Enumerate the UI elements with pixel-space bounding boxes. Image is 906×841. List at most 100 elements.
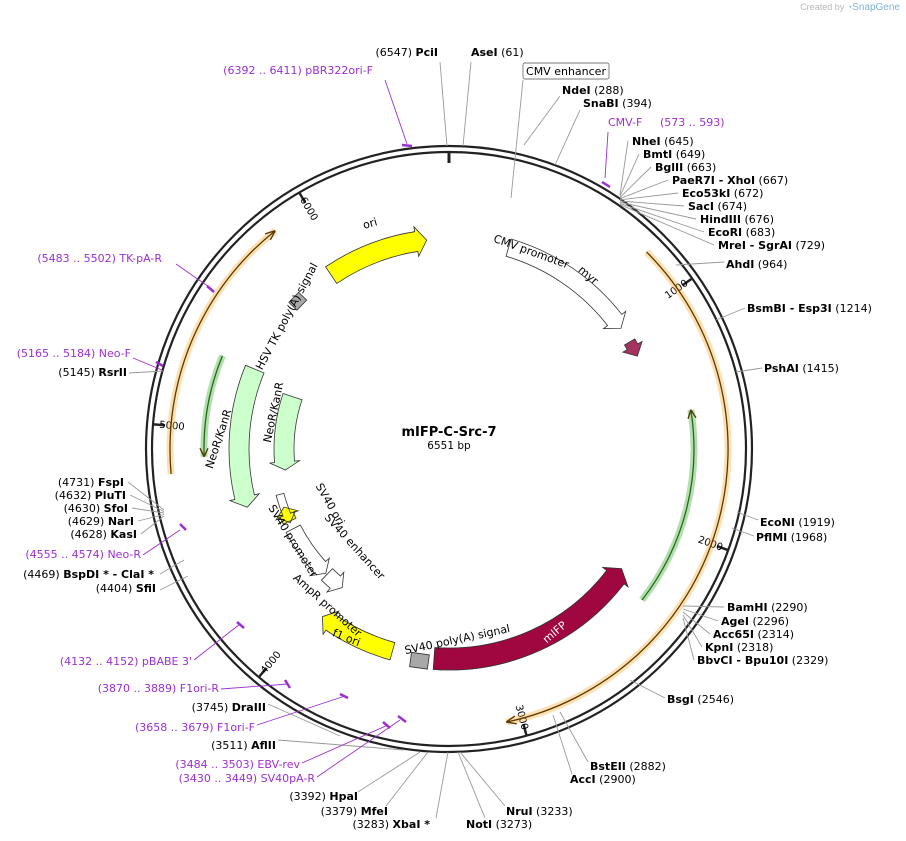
- leader-line: [462, 61, 472, 147]
- tick-line: [298, 192, 307, 204]
- credit-prefix: Created by: [800, 2, 845, 12]
- enzyme-position: (61): [498, 46, 524, 59]
- enzyme-name: PciI: [416, 46, 438, 59]
- enzyme-name: EcoNI: [760, 516, 795, 529]
- enzyme-position: (964): [754, 258, 787, 271]
- orf-arc-green-2-arrowhead: [199, 447, 209, 458]
- hsv-tk-polya-box: [288, 291, 308, 311]
- tick-line: [522, 723, 528, 736]
- enzyme-position: (674): [714, 200, 747, 213]
- enzyme-name: NheI: [632, 135, 661, 148]
- backbone-outer: [144, 144, 754, 754]
- primer-label: (3484 .. 3503) EBV-rev: [175, 758, 300, 771]
- orf-arc-orange-2: [169, 230, 276, 474]
- enzyme-name: EcoRI: [708, 226, 742, 239]
- orf-arc-orange-1-arrowhead: [505, 715, 517, 725]
- leader-line: [619, 153, 640, 197]
- enzyme-label: BamHI (2290): [727, 601, 808, 614]
- primer-mark: [382, 721, 391, 729]
- enzyme-position: (3745): [192, 701, 232, 714]
- enzyme-label: (4630) SfoI: [64, 502, 128, 515]
- primer-label: (6392 .. 6411) pBR322ori-F: [223, 64, 373, 77]
- orf-arc-orange-1: [506, 251, 729, 723]
- enzyme-label: SacI (674): [688, 200, 747, 213]
- orf-arc-green-2: [203, 355, 224, 457]
- leader-line: [457, 751, 486, 819]
- enzyme-label: PaeR7I - XhoI (667): [672, 174, 788, 187]
- leader-line: [175, 263, 213, 290]
- plasmid-name: mIFP-C-Src-7: [401, 425, 496, 440]
- enzyme-name: BbvCI - Bpu10I: [697, 654, 788, 667]
- leader-line: [554, 109, 581, 166]
- leader-line: [267, 703, 341, 737]
- snapgene-credit: Created by ◔SnapGene: [800, 2, 900, 13]
- leader-line: [384, 79, 408, 145]
- leader-line: [619, 202, 705, 233]
- enzyme-name: HpaI: [329, 790, 358, 803]
- leader-line: [357, 751, 421, 793]
- leader-line: [128, 370, 164, 374]
- myr-arrow: [621, 338, 643, 357]
- enzyme-position: (4469): [23, 568, 63, 581]
- leader-line: [619, 201, 697, 220]
- snapgene-logo-icon: ◔: [846, 2, 853, 12]
- enzyme-position: (4629): [68, 515, 108, 528]
- enzyme-label: MreI - SgrAI (729): [718, 239, 825, 252]
- enzyme-name: RsrII: [98, 366, 127, 379]
- leader-line: [682, 611, 711, 635]
- enzyme-label: Acc65I (2314): [713, 628, 794, 641]
- enzyme-name: NotI: [466, 818, 492, 831]
- cmv-promoter-arrow: [505, 238, 627, 329]
- enzyme-position: (683): [742, 226, 775, 239]
- enzyme-position: (3379): [321, 805, 361, 818]
- tick-line: [716, 544, 728, 551]
- primer-mark: [339, 692, 349, 700]
- enzyme-label: (3283) XbaI *: [352, 818, 430, 831]
- enzyme-position: (2900): [596, 773, 636, 786]
- enzyme-name: SfoI: [104, 502, 128, 515]
- primer-label: (5483 .. 5502) TK-pA-R: [37, 252, 162, 265]
- enzyme-position: (394): [619, 97, 652, 110]
- primer-mark: [601, 180, 611, 189]
- ampr-promoter-arrow: [320, 568, 345, 593]
- enzyme-name: KpnI: [705, 641, 733, 654]
- enzyme-label: BsgI (2546): [667, 693, 734, 706]
- enzyme-position: (288): [591, 84, 624, 97]
- enzyme-position: (2290): [768, 601, 808, 614]
- enzyme-name: AgeI: [721, 615, 749, 628]
- tick-label: 4000: [259, 650, 284, 677]
- tick-label: 6000: [297, 195, 319, 223]
- enzyme-label: NotI (3273): [466, 818, 532, 831]
- leader-line: [159, 575, 189, 591]
- orf-arcs: [166, 227, 732, 726]
- enzyme-position: (4632): [55, 489, 95, 502]
- leader-line: [137, 514, 165, 522]
- enzyme-label: EcoRI (683): [708, 226, 775, 239]
- enzyme-label: BglII (663): [655, 161, 716, 174]
- primer-label: CMV-F: [608, 116, 642, 129]
- neor-kanr-arrow-outer: [228, 364, 265, 508]
- plasmid-size: 6551 bp: [427, 440, 471, 452]
- primer-label: (3870 .. 3889) F1ori-R: [98, 682, 220, 695]
- enzyme-label: KpnI (2318): [705, 641, 773, 654]
- leader-line: [439, 61, 448, 147]
- primer-label: (573 .. 593): [660, 116, 725, 129]
- orf-arc-green-1: [641, 409, 695, 601]
- enzyme-label: (3392) HpaI: [289, 790, 358, 803]
- enzyme-position: (2546): [694, 693, 734, 706]
- enzyme-position: (645): [661, 135, 694, 148]
- enzyme-label: HindIII (676): [700, 213, 774, 226]
- enzyme-label: (3745) DraIII: [192, 701, 266, 714]
- enzyme-label: BmtI (649): [643, 148, 705, 161]
- enzyme-name: PshAI: [764, 362, 799, 375]
- enzyme-label: BstEII (2882): [590, 760, 666, 773]
- enzyme-name: BsgI: [667, 693, 694, 706]
- enzyme-name: SacI: [688, 200, 714, 213]
- enzyme-label: (4731) FspI: [58, 476, 124, 489]
- enzyme-position: (1919): [795, 516, 835, 529]
- enzyme-label: NheI (645): [632, 135, 694, 148]
- orf-arc-green-1-arrowhead: [687, 409, 697, 419]
- enzyme-position: (3273): [492, 818, 532, 831]
- leader-line: [619, 192, 679, 201]
- leader-line: [715, 307, 746, 321]
